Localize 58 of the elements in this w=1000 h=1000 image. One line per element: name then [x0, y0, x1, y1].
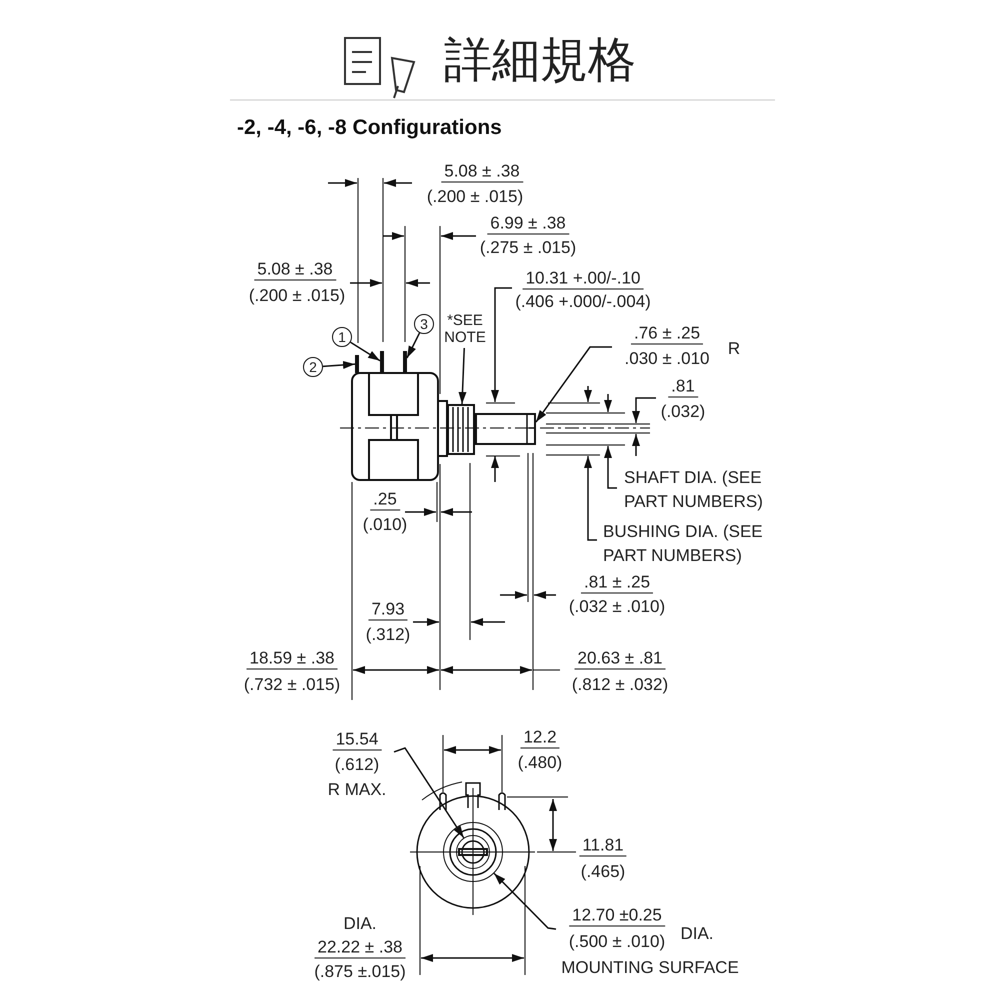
dimension-text: DIA. — [342, 914, 378, 934]
note-text: *SEE NOTE — [442, 310, 488, 348]
terminal-pin — [380, 351, 384, 373]
leader-line — [406, 332, 420, 358]
dimension-text: 18.59 ± .38 — [246, 648, 338, 670]
dimension-text: DIA. — [679, 924, 715, 944]
dimension-text: (.275 ± .015) — [478, 238, 578, 258]
threaded-bushing — [447, 404, 475, 455]
dimension-text: (.500 ± .010) — [568, 932, 666, 952]
dimension-note: SHAFT DIA. (SEE PART NUMBERS) — [624, 467, 764, 513]
dimension-text: 12.2 — [520, 728, 560, 748]
dimension-text: R — [726, 339, 742, 359]
dimension-text: (.612) — [334, 755, 380, 775]
shaft — [475, 413, 536, 445]
page-title: 詳細規格 — [443, 32, 637, 88]
dimension-text: (.032 ± .010) — [568, 597, 666, 617]
leader-line — [458, 348, 466, 404]
terminal-pin — [403, 351, 407, 373]
leader-line — [350, 342, 380, 362]
dimension-text: (.032) — [660, 402, 706, 422]
dimension-text: (.406 +.000/-.004) — [514, 292, 652, 312]
dimension-text: .76 ± .25 — [630, 324, 704, 344]
section-heading: -2, -4, -6, -8 Configurations — [237, 116, 502, 140]
dimension-text: 5.08 ± .38 — [441, 162, 523, 182]
dimension-text: 7.93 — [368, 600, 408, 620]
dimension-text: (.465) — [580, 862, 626, 882]
dimension-text: (.312) — [364, 625, 412, 645]
dimension-text: 20.63 ± .81 — [574, 648, 666, 670]
dimension-text: .030 ± .010 — [624, 349, 710, 369]
dimension-text: (.812 ± .032) — [570, 675, 670, 695]
dimension-text: 12.70 ±0.25 — [569, 906, 665, 926]
dimension-text: (.732 ± .015) — [242, 675, 342, 695]
dimension-text: MOUNTING SURFACE — [560, 958, 740, 978]
leader-line — [494, 872, 556, 930]
dimension-text: .25 — [370, 490, 400, 510]
dimension-text: (.480) — [516, 753, 564, 773]
leader-line — [535, 346, 612, 422]
dimension-note: BUSHING DIA. (SEE PART NUMBERS) — [603, 521, 764, 567]
dimension-text: .81 — [668, 376, 698, 398]
dimension-text: .81 ± .25 — [580, 572, 654, 594]
dimension-text: (.200 ± .015) — [426, 187, 524, 207]
callout-number: 3 — [414, 314, 434, 334]
callout-number: 2 — [303, 357, 323, 377]
terminal-pin — [355, 355, 359, 373]
dimension-text: (.875 ±.015) — [313, 962, 407, 982]
dimension-text: 15.54 — [332, 730, 382, 750]
dimension-text: R MAX. — [326, 780, 388, 800]
leader-line — [322, 360, 356, 369]
dimension-text: (.200 ± .015) — [248, 286, 346, 306]
dimension-text: 11.81 — [579, 836, 627, 856]
mounting-surface-circle — [443, 822, 503, 882]
dimension-text: 6.99 ± .38 — [487, 214, 569, 234]
dimension-text: 22.22 ± .38 — [314, 938, 406, 958]
dimension-text: 5.08 ± .38 — [254, 260, 336, 280]
leader-line — [394, 747, 464, 838]
dimension-text: 10.31 +.00/-.10 — [522, 268, 644, 290]
callout-number: 1 — [332, 327, 352, 347]
dimension-text: (.010) — [362, 515, 408, 535]
